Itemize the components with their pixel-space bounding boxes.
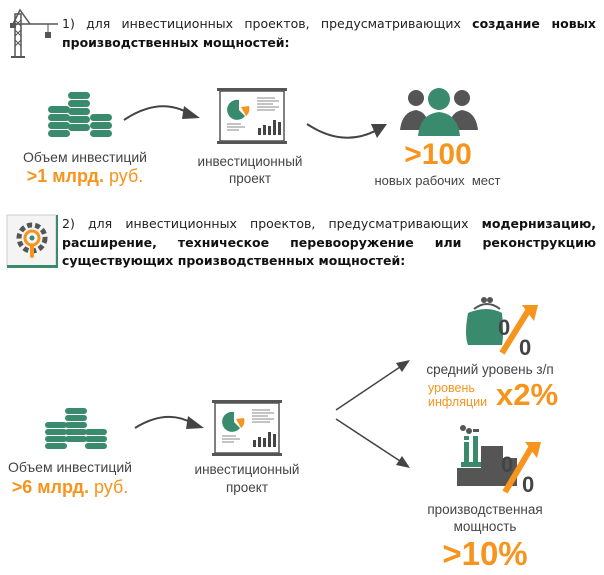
arrow-icon xyxy=(123,105,200,121)
section2-description: 2) для инвестиционных проектов, предусма… xyxy=(62,215,596,271)
svg-text:0: 0 xyxy=(522,472,534,496)
svg-text:0: 0 xyxy=(501,452,513,477)
inflation-label-line1: уровень xyxy=(428,381,475,395)
investment-label: Объем инвестиций xyxy=(22,149,147,165)
project-label-line1: инвестиционный xyxy=(194,462,300,477)
presentation-board-icon xyxy=(212,400,282,456)
arrow-icon xyxy=(134,415,204,429)
svg-text:0: 0 xyxy=(519,335,531,357)
investment-value: >6 млрд. руб. xyxy=(0,477,140,497)
investment-bold: млрд. xyxy=(32,477,89,497)
coins-icon xyxy=(45,408,107,449)
investment-suffix: руб. xyxy=(103,166,144,186)
section2-text-plain: 2) для инвестиционных проектов, предусма… xyxy=(62,216,482,231)
result-label: новых рабочих мест xyxy=(374,173,501,188)
factory-percent-icon: 0 0 xyxy=(457,425,541,496)
capacity-value: >10% xyxy=(442,535,528,572)
investment-suffix: руб. xyxy=(88,477,129,497)
section1-text-plain: 1) для инвестиционных проектов, предусма… xyxy=(62,16,473,31)
result-value: >100 xyxy=(404,138,472,171)
coins-icon xyxy=(48,92,112,137)
people-icon xyxy=(400,88,478,136)
project-label-line1: инвестиционный xyxy=(197,154,303,169)
arrow-icon xyxy=(306,123,387,139)
investment-prefix: >1 xyxy=(26,166,48,186)
project-label-line2: проект xyxy=(225,480,269,495)
section1-text-bold: создание новых производственных мощносте… xyxy=(62,16,596,50)
salary-value: x2% xyxy=(496,377,559,412)
investment-prefix: >6 xyxy=(11,477,33,497)
investment-bold: млрд. xyxy=(47,166,104,186)
presentation-board-icon xyxy=(217,88,287,144)
capacity-label-line1: производственная xyxy=(427,502,543,517)
crane-icon xyxy=(10,8,58,58)
split-arrows-icon xyxy=(335,360,410,468)
svg-text:0: 0 xyxy=(498,315,510,340)
section2-text-bold: модернизацию, расширение, техническое пе… xyxy=(62,216,596,268)
wallet-percent-icon: 0 0 xyxy=(466,297,538,357)
investment-value: >1 млрд. руб. xyxy=(10,166,160,186)
capacity-label-line2: мощность xyxy=(453,519,517,534)
gear-wrench-icon xyxy=(6,214,58,268)
inflation-label-line2: инфляции xyxy=(428,395,488,409)
project-label-line2: проект xyxy=(228,171,272,186)
section1-description: 1) для инвестиционных проектов, предусма… xyxy=(62,15,596,52)
salary-label: средний уровень з/п xyxy=(426,362,554,377)
investment-label: Объем инвестиций xyxy=(7,459,132,475)
